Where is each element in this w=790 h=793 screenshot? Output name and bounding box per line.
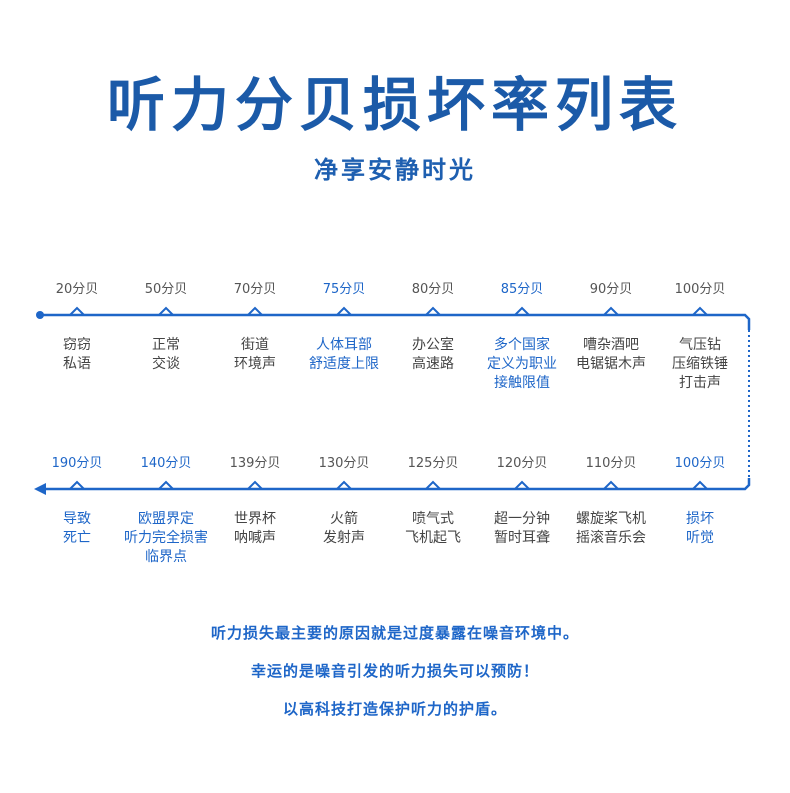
row1-description-5: 多个国家定义为职业接触限值 — [462, 336, 582, 393]
row1-description-3: 人体耳部舒适度上限 — [284, 336, 404, 374]
row2-tick-3 — [336, 480, 352, 490]
row1-tick-6 — [603, 306, 619, 316]
row2-description-7-line-0: 损坏 — [686, 511, 714, 527]
row2-description-1: 欧盟界定听力完全损害临界点 — [106, 510, 226, 567]
row2-db-label-4: 125分贝 — [407, 456, 459, 471]
row1-description-5-line-1: 定义为职业 — [487, 356, 557, 372]
row2-description-3-line-0: 火箭 — [330, 511, 358, 527]
row2-description-4: 喷气式飞机起飞 — [373, 510, 493, 548]
row1-tick-1 — [158, 306, 174, 316]
row1-description-2: 街道环境声 — [195, 336, 315, 374]
timeline-end-arrow — [34, 483, 46, 495]
row1-db-label-0: 20分贝 — [55, 282, 99, 297]
row2-description-3: 火箭发射声 — [284, 510, 404, 548]
row1-description-2-line-1: 环境声 — [234, 356, 276, 372]
row2-db-label-7: 100分贝 — [674, 456, 726, 471]
row1-description-3-line-1: 舒适度上限 — [309, 356, 379, 372]
row1-description-0-line-0: 窃窃 — [63, 337, 91, 353]
row1-description-0-line-1: 私语 — [63, 356, 91, 372]
row2-tick-5 — [514, 480, 530, 490]
row1-description-1: 正常交谈 — [106, 336, 226, 374]
row2-description-7-line-1: 听觉 — [686, 530, 714, 546]
row1-description-6-line-1: 电锯锯木声 — [576, 356, 646, 372]
row1-db-label-5: 85分贝 — [500, 282, 544, 297]
footer-line-1: 听力损失最主要的原因就是过度暴露在噪音环境中。 — [210, 624, 579, 642]
row2-tick-4 — [425, 480, 441, 490]
row2-tick-6 — [603, 480, 619, 490]
row2-description-0-line-1: 死亡 — [63, 530, 91, 546]
row2-tick-7 — [692, 480, 708, 490]
row2-db-label-5: 120分贝 — [496, 456, 548, 471]
row2-description-5-line-1: 暂时耳聋 — [494, 530, 550, 546]
row1-description-1-line-0: 正常 — [152, 337, 180, 353]
row1-description-7-line-1: 压缩铁锤 — [672, 356, 728, 372]
row1-description-2-line-0: 街道 — [241, 337, 269, 353]
timeline-bottom-line — [44, 478, 751, 491]
row1-db-label-3: 75分贝 — [322, 282, 366, 297]
row2-db-label-6: 110分贝 — [585, 456, 637, 471]
row2-description-6-line-1: 摇滚音乐会 — [576, 530, 646, 546]
row2-description-2-line-0: 世界杯 — [234, 511, 276, 527]
row2-description-3-line-1: 发射声 — [323, 530, 365, 546]
row1-description-0: 窃窃私语 — [17, 336, 137, 374]
row1-tick-2 — [247, 306, 263, 316]
row2-tick-0 — [69, 480, 85, 490]
row2-description-1-line-2: 临界点 — [145, 549, 187, 565]
row2-db-label-1: 140分贝 — [140, 456, 192, 471]
row1-description-4-line-0: 办公室 — [412, 337, 454, 353]
row1-description-4-line-1: 高速路 — [412, 356, 454, 372]
row1-tick-3 — [336, 306, 352, 316]
row1-description-1-line-1: 交谈 — [152, 356, 180, 372]
row2-description-7: 损坏听觉 — [640, 510, 760, 548]
row2-description-0: 导致死亡 — [17, 510, 137, 548]
row1-description-6-line-0: 嘈杂酒吧 — [583, 337, 639, 353]
footer-line-2: 幸运的是噪音引发的听力损失可以预防！ — [250, 662, 539, 680]
row1-db-label-7: 100分贝 — [674, 282, 726, 297]
row2-description-5: 超一分钟暂时耳聋 — [462, 510, 582, 548]
row1-tick-4 — [425, 306, 441, 316]
row1-description-7: 气压钻压缩铁锤打击声 — [640, 336, 760, 393]
row2-db-label-0: 190分贝 — [51, 456, 103, 471]
row1-description-3-line-0: 人体耳部 — [316, 337, 372, 353]
row2-description-4-line-0: 喷气式 — [412, 511, 454, 527]
page-subtitle: 净享安静时光 — [314, 156, 476, 184]
row2-description-1-line-0: 欧盟界定 — [138, 511, 194, 527]
row2-description-2-line-1: 呐喊声 — [234, 530, 276, 546]
row2-description-6-line-0: 螺旋桨飞机 — [576, 511, 646, 527]
row1-db-label-1: 50分贝 — [144, 282, 188, 297]
page-title: 听力分贝损坏率列表 — [106, 71, 683, 139]
row2-description-4-line-1: 飞机起飞 — [405, 530, 461, 546]
row2-description-0-line-0: 导致 — [63, 511, 91, 527]
row1-db-label-2: 70分贝 — [233, 282, 277, 297]
row2-db-label-3: 130分贝 — [318, 456, 370, 471]
row2-description-1-line-1: 听力完全损害 — [124, 530, 208, 546]
row2-tick-2 — [247, 480, 263, 490]
row2-description-2: 世界杯呐喊声 — [195, 510, 315, 548]
row2-db-label-2: 139分贝 — [229, 456, 281, 471]
row1-description-4: 办公室高速路 — [373, 336, 493, 374]
row1-description-6: 嘈杂酒吧电锯锯木声 — [551, 336, 671, 374]
row1-description-7-line-2: 打击声 — [679, 375, 721, 391]
row1-description-5-line-2: 接触限值 — [494, 375, 550, 391]
row2-tick-1 — [158, 480, 174, 490]
row1-description-7-line-0: 气压钻 — [679, 337, 721, 353]
row1-description-5-line-0: 多个国家 — [494, 337, 550, 353]
footer-line-3: 以高科技打造保护听力的护盾。 — [282, 700, 507, 718]
row1-db-label-6: 90分贝 — [589, 282, 633, 297]
row1-tick-7 — [692, 306, 708, 316]
row2-description-5-line-0: 超一分钟 — [494, 511, 550, 527]
timeline-top-line — [40, 313, 751, 330]
row1-db-label-4: 80分贝 — [411, 282, 455, 297]
row2-description-6: 螺旋桨飞机摇滚音乐会 — [551, 510, 671, 548]
row1-tick-0 — [69, 306, 85, 316]
row1-tick-5 — [514, 306, 530, 316]
